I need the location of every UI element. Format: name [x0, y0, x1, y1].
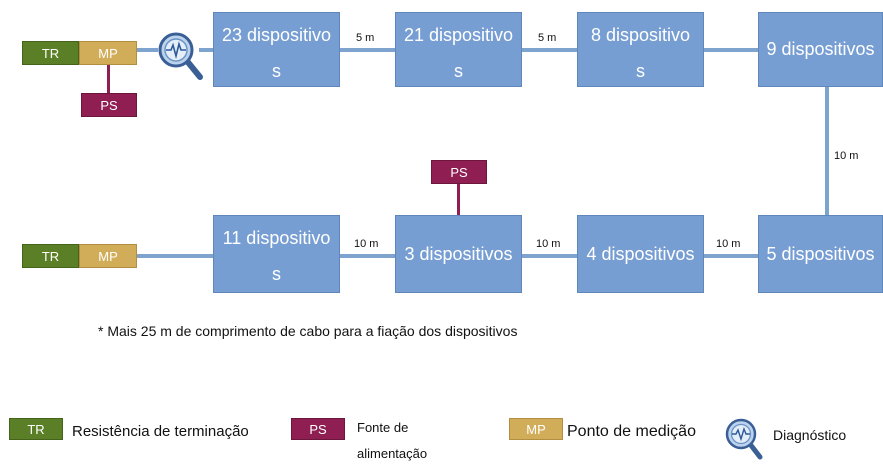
legend-tr-label: Resistência de terminação	[72, 423, 249, 440]
ps-tag-bottom: PS	[431, 160, 487, 184]
ps-tag-top: PS	[81, 93, 137, 117]
cable-21-8	[522, 48, 577, 52]
distance-9-5: 10 m	[834, 150, 859, 162]
tr-tag-bottom: TR	[22, 244, 79, 268]
device-8-label-wrap: s	[636, 61, 645, 81]
tr-tag-top-label: TR	[41, 45, 60, 61]
device-box-3: 3 dispositivos	[395, 215, 522, 293]
cable-bottom-left	[137, 254, 213, 258]
tr-tag-top: TR	[22, 41, 79, 65]
device-11-label-wrap: s	[271, 264, 281, 284]
legend-diag-label: Diagnóstico	[773, 427, 847, 443]
cable-8-9	[703, 48, 758, 52]
mp-tag-top: MP	[79, 41, 137, 65]
device-21-label-wrap: s	[453, 61, 463, 81]
device-5-label: 5 dispositivos	[766, 243, 875, 264]
device-box-23: 23 dispositivo s	[213, 12, 340, 87]
device-3-label: 3 dispositivos	[404, 243, 513, 264]
device-23-label: 23 dispositivo	[221, 25, 332, 45]
diagnostic-icon	[156, 30, 204, 82]
footnote: * Mais 25 m de comprimento de cabo para …	[98, 323, 518, 339]
distance-4-5: 10 m	[716, 238, 741, 250]
cable-icon-to-23	[199, 48, 213, 52]
legend-ps-swatch-label: PS	[309, 421, 327, 437]
legend-ps-label-line1: Fonte de	[357, 420, 409, 435]
legend-mp-swatch: MP	[509, 418, 563, 440]
device-11-label: 11 dispositivo	[222, 228, 331, 248]
device-box-4: 4 dispositivos	[577, 215, 704, 293]
legend-mp-swatch-label: MP	[526, 421, 546, 437]
cable-9-5-vertical	[825, 85, 829, 215]
distance-21-8: 5 m	[538, 32, 557, 44]
legend-ps-label-line2: alimentação	[357, 446, 428, 461]
mp-tag-bottom: MP	[79, 244, 137, 268]
distance-3-4: 10 m	[536, 238, 561, 250]
legend-mp-label: Ponto de medição	[567, 423, 696, 440]
device-4-label: 4 dispositivos	[586, 243, 695, 264]
cable-4-5	[703, 254, 758, 258]
distance-23-21: 5 m	[356, 32, 375, 44]
legend-ps-swatch: PS	[291, 418, 345, 440]
ps-connector-bottom	[457, 184, 460, 216]
cable-11-3	[340, 254, 395, 258]
device-box-21: 21 dispositivo s	[395, 12, 522, 87]
tr-tag-bottom-label: TR	[41, 248, 60, 264]
cable-top-left	[137, 48, 158, 52]
distance-11-3: 10 m	[354, 238, 379, 250]
ps-tag-top-label: PS	[100, 97, 118, 113]
device-box-11: 11 dispositivo s	[213, 215, 340, 293]
device-box-5: 5 dispositivos	[758, 215, 883, 293]
device-8-label: 8 dispositivo	[590, 25, 691, 45]
mp-tag-bottom-label: MP	[98, 248, 118, 264]
legend-tr-swatch-label: TR	[27, 421, 45, 437]
cable-3-4	[522, 254, 577, 258]
ps-tag-bottom-label: PS	[450, 164, 468, 180]
device-9-label: 9 dispositivos	[766, 39, 875, 59]
device-box-9: 9 dispositivos	[758, 12, 883, 87]
mp-tag-top-label: MP	[98, 45, 118, 61]
cable-23-21	[340, 48, 395, 52]
legend-diagnostic-icon	[724, 417, 764, 461]
legend-tr-swatch: TR	[9, 418, 63, 440]
device-21-label: 21 dispositivo	[403, 25, 514, 45]
ps-connector-top	[107, 65, 110, 93]
device-23-label-wrap: s	[271, 61, 281, 81]
device-box-8: 8 dispositivo s	[577, 12, 704, 87]
